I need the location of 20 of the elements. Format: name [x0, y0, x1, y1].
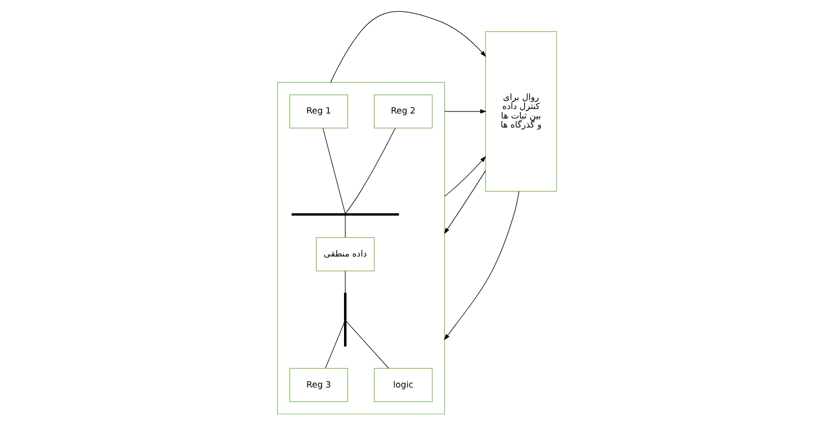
node-bar [344, 292, 346, 346]
node-box: Reg 2 [374, 94, 433, 128]
connector [345, 128, 396, 214]
arrow [444, 156, 486, 197]
arrow [444, 191, 520, 340]
node-box: Reg 3 [289, 368, 348, 402]
node-bar [292, 213, 399, 216]
connector [344, 215, 346, 238]
cluster [277, 82, 445, 414]
connector [322, 128, 346, 214]
node-box: داده منطقی [316, 237, 375, 272]
connector [325, 322, 345, 369]
connector [346, 321, 389, 369]
connector [344, 270, 346, 294]
arrow [444, 170, 486, 234]
arrow [444, 109, 486, 114]
node-box: روال برای کنترل داده بین ثبات ها و گذرگاه ها [485, 31, 557, 192]
node-box: logic [374, 368, 433, 402]
arrow [330, 11, 486, 83]
node-box: Reg 1 [289, 94, 348, 128]
